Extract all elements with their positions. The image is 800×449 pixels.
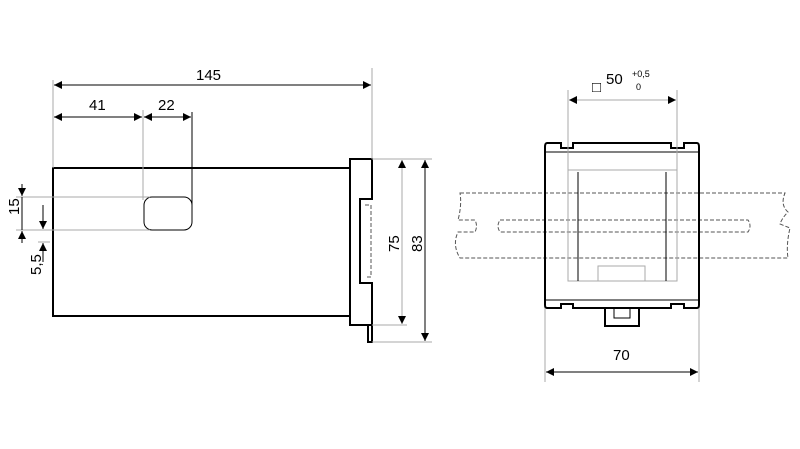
- housing-body: [52, 167, 351, 317]
- cutout-square-symbol: □: [592, 79, 601, 96]
- dim-window-offset: 41: [89, 97, 106, 114]
- dim-window-height: 15: [6, 198, 23, 215]
- rail-clip: [604, 307, 640, 327]
- dim-cutout-tol-upper: +0,5: [632, 69, 650, 79]
- window-outline: [143, 196, 193, 231]
- dim-front-height: 83: [409, 235, 426, 252]
- mounting-pin: [367, 324, 373, 343]
- dim-cutout-size: 50: [606, 71, 623, 88]
- front-view: □ 50 +0,5 0 70: [454, 69, 791, 382]
- front-frame: [544, 142, 700, 309]
- latch-hidden: [365, 204, 372, 278]
- display-window: [567, 169, 678, 282]
- side-view: 145 41 22 15 5,5 75 83: [6, 67, 432, 343]
- dim-body-height: 75: [386, 235, 403, 252]
- din-rail: [454, 192, 791, 259]
- front-flange: [349, 158, 373, 326]
- dim-window-width: 22: [158, 97, 175, 114]
- dim-cutout-tol-lower: 0: [636, 82, 641, 92]
- dim-overall-length: 145: [196, 67, 221, 84]
- dim-window-bottom-offset: 5,5: [28, 254, 45, 275]
- dim-front-width: 70: [613, 347, 630, 364]
